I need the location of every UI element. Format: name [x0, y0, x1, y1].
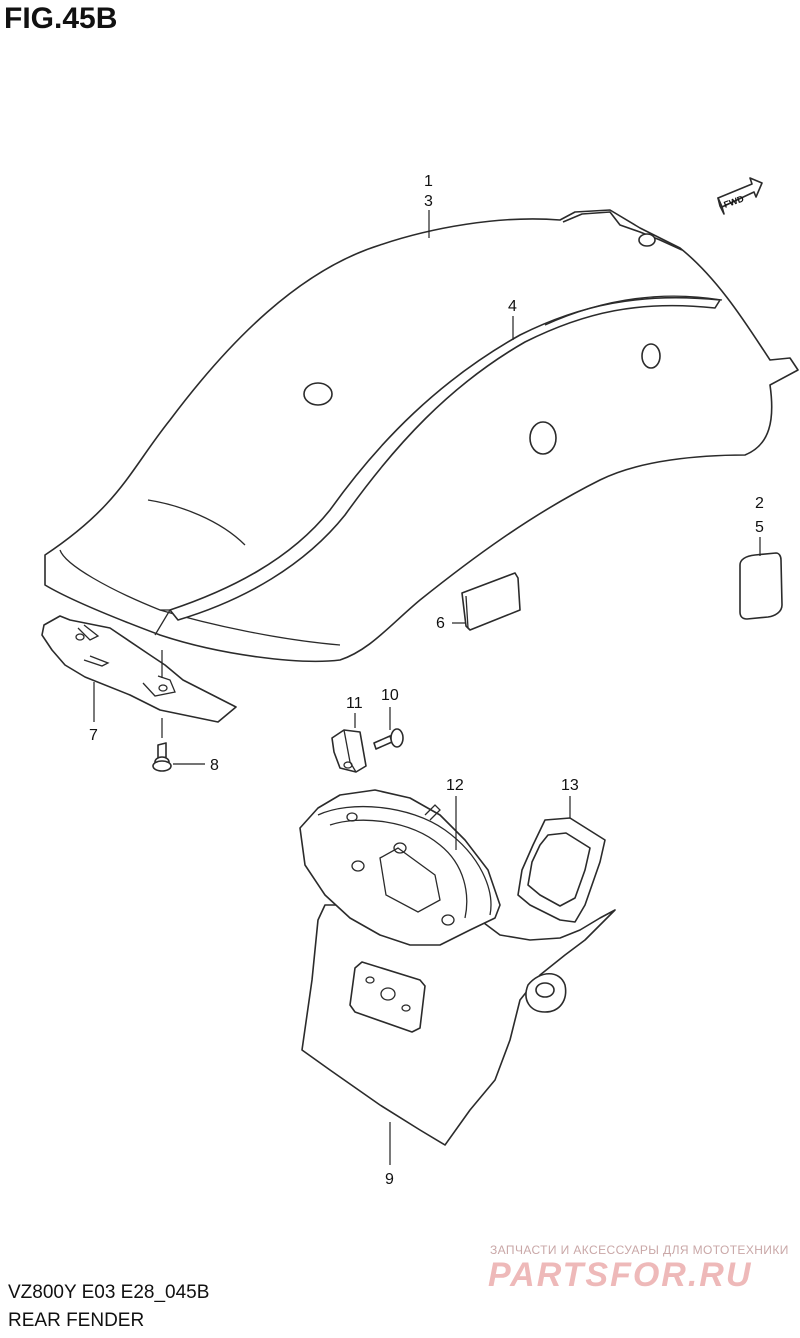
figure-title: FIG.45B [4, 2, 118, 35]
callout-6: 6 [436, 615, 445, 632]
callout-12: 12 [446, 777, 464, 794]
callout-13: 13 [561, 777, 579, 794]
fender-brace-part [41, 615, 237, 723]
screw-part [373, 728, 404, 750]
license-plate-bracket-part [301, 904, 616, 1146]
callout-5: 5 [755, 519, 764, 536]
watermark-tagline: ЗАПЧАСТИ И АКСЕССУАРЫ ДЛЯ МОТОТЕХНИКИ [490, 1243, 789, 1257]
clip-nut-part [331, 729, 367, 773]
watermark-logo: PARTSFOR.RU [488, 1256, 753, 1294]
rear-fender-part [44, 209, 799, 663]
callout-7: 7 [89, 727, 98, 744]
callout-8: 8 [210, 757, 219, 774]
gasket-part [517, 817, 606, 923]
callout-1: 1 [424, 173, 433, 190]
callout-3: 3 [424, 193, 433, 210]
callout-11: 11 [346, 695, 363, 712]
leader-lines [93, 210, 761, 1165]
fwd-arrow-icon: FWD [717, 177, 763, 215]
reflector-pad-part [461, 572, 521, 631]
callout-10: 10 [381, 687, 399, 704]
callout-4: 4 [508, 298, 517, 315]
side-reflector-part [739, 552, 783, 620]
section-name: REAR FENDER [8, 1310, 145, 1331]
bolt-part [152, 742, 172, 772]
tail-housing-part [299, 789, 501, 946]
model-code: VZ800Y E03 E28_045B [8, 1282, 210, 1303]
callout-9: 9 [385, 1171, 394, 1188]
callout-2: 2 [755, 495, 764, 512]
